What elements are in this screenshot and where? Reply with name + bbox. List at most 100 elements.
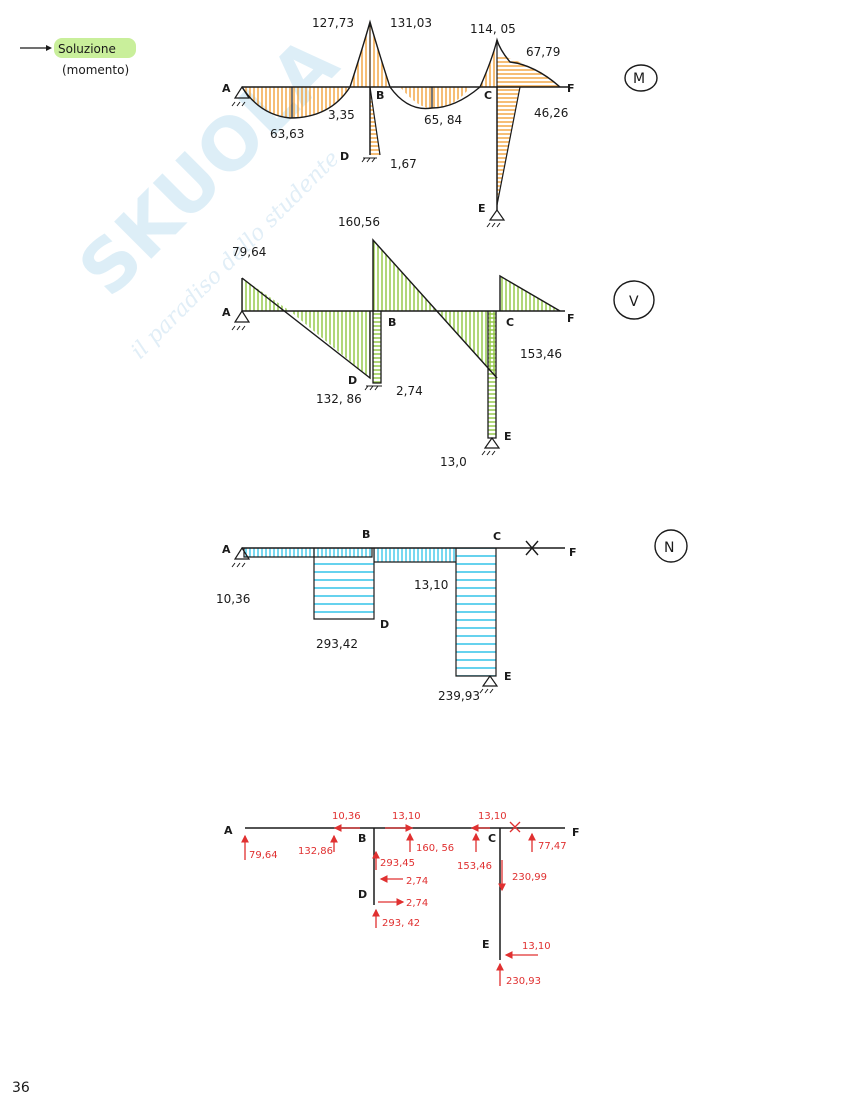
normal-fill-ce — [456, 548, 496, 676]
shear-fill-a-pos — [242, 278, 290, 311]
node-label-b: B — [376, 89, 384, 102]
hinge-support-icon — [233, 85, 251, 99]
node-label-c: C — [506, 316, 514, 329]
node-label-f: F — [572, 826, 580, 839]
reaction-value: 13,10 — [522, 941, 551, 952]
normal-diagram: A B C D E F 10,36 13,10 293,42 239,93 N — [216, 528, 688, 703]
node-label-c: C — [493, 530, 501, 543]
shear-symbol-circle — [613, 280, 655, 320]
shear-value: 153,46 — [520, 347, 562, 361]
shear-symbol: V — [629, 294, 639, 310]
moment-value: 65, 84 — [424, 113, 462, 127]
node-label-c: C — [488, 832, 496, 845]
node-label-a: A — [222, 543, 231, 556]
moment-fill-c-left — [480, 40, 497, 87]
solution-subtitle: (momento) — [62, 63, 129, 77]
node-label-f: F — [567, 312, 575, 325]
moment-fill-cf — [497, 55, 560, 87]
reaction-value: 293, 42 — [382, 918, 420, 929]
reaction-value: 293,45 — [380, 858, 415, 869]
fixed-support-icon — [364, 385, 382, 391]
reaction-value: 153,46 — [457, 861, 492, 872]
node-label-d: D — [340, 150, 349, 163]
node-label-a: A — [222, 82, 231, 95]
solution-label: Soluzione — [58, 42, 116, 56]
hinge-x-icon — [525, 540, 539, 556]
reaction-value: 13,10 — [392, 811, 421, 822]
normal-symbol-circle — [654, 529, 688, 563]
node-label-e: E — [482, 938, 490, 951]
shear-value: 79,64 — [232, 245, 266, 259]
moment-fill-bc-sag — [400, 87, 470, 109]
moment-value: 3,35 — [328, 108, 355, 122]
moment-value: 63,63 — [270, 127, 304, 141]
node-label-a: A — [222, 306, 231, 319]
node-label-d: D — [380, 618, 389, 631]
shear-value: 132, 86 — [316, 392, 362, 406]
reaction-value: 230,99 — [512, 872, 547, 883]
moment-curve — [241, 19, 561, 119]
moment-fill-b-left — [350, 22, 370, 87]
moment-symbol: M — [633, 71, 645, 87]
normal-value: 293,42 — [316, 637, 358, 651]
node-label-e: E — [478, 202, 486, 215]
normal-value: 13,10 — [414, 578, 448, 592]
normal-fill-bc — [374, 548, 456, 562]
normal-fill-ab — [244, 548, 372, 557]
arrow-right-icon — [46, 45, 52, 51]
reaction-value: 79,64 — [249, 850, 278, 861]
shear-value: 2,74 — [396, 384, 423, 398]
moment-value: 1,67 — [390, 157, 417, 171]
highlight-marker — [54, 38, 136, 58]
hinge-support-icon — [488, 208, 506, 221]
moment-diagram: A B C D E F 127,73 131,03 114, 05 67,79 … — [222, 16, 658, 228]
node-label-b: B — [362, 528, 370, 541]
shear-diagram: A B C D E F 160,56 79,64 132, 86 2,74 15… — [222, 215, 655, 469]
node-label-f: F — [569, 546, 577, 559]
normal-fill-bd — [314, 557, 374, 619]
shear-curve — [241, 238, 561, 380]
moment-value: 114, 05 — [470, 22, 516, 36]
shear-fill-bd — [373, 311, 381, 383]
moment-symbol-circle — [624, 64, 658, 92]
reaction-value: 13,10 — [478, 811, 507, 822]
node-label-a: A — [224, 824, 233, 837]
reaction-value: 2,74 — [406, 898, 428, 909]
reaction-value: 10,36 — [332, 811, 361, 822]
reaction-value: 160, 56 — [416, 843, 454, 854]
node-label-b: B — [358, 832, 366, 845]
header: Soluzione (momento) — [20, 38, 136, 77]
reaction-value: 132,86 — [298, 846, 333, 857]
node-label-d: D — [358, 888, 367, 901]
node-label-d: D — [348, 374, 357, 387]
moment-fill-b-right — [370, 22, 390, 87]
hinge-support-icon — [483, 436, 501, 449]
normal-value: 239,93 — [438, 689, 480, 703]
moment-fill-ab-sag — [242, 87, 350, 118]
reaction-value: 77,47 — [538, 841, 567, 852]
reaction-value: 2,74 — [406, 876, 428, 887]
reaction-value: 230,93 — [506, 976, 541, 987]
shear-value: 13,0 — [440, 455, 467, 469]
reactions-diagram: A B C D E F 10,36 13,10 13,10 79,64 132,… — [224, 811, 580, 987]
moment-value: 131,03 — [390, 16, 432, 30]
fixed-support-icon — [361, 157, 377, 163]
node-label-b: B — [388, 316, 396, 329]
normal-value: 10,36 — [216, 592, 250, 606]
moment-value: 67,79 — [526, 45, 560, 59]
node-label-f: F — [567, 82, 575, 95]
hinge-support-icon — [233, 546, 251, 560]
hinge-x-icon — [509, 821, 521, 833]
node-label-e: E — [504, 430, 512, 443]
page-number: 36 — [12, 1080, 30, 1096]
normal-symbol: N — [664, 540, 674, 556]
hinge-support-icon — [233, 309, 251, 323]
node-label-c: C — [484, 89, 492, 102]
shear-value: 160,56 — [338, 215, 380, 229]
node-label-e: E — [504, 670, 512, 683]
hinge-support-icon — [481, 674, 499, 687]
shear-fill-ce — [488, 311, 496, 437]
moment-value: 127,73 — [312, 16, 354, 30]
moment-value: 46,26 — [534, 106, 568, 120]
